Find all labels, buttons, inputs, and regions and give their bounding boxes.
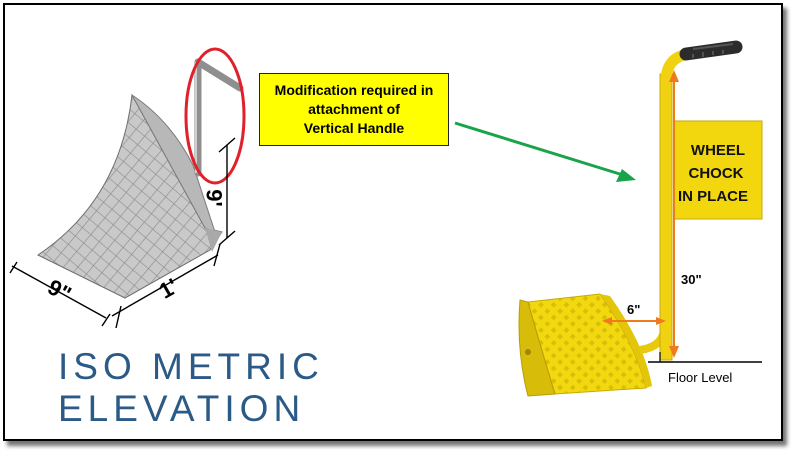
chock-side-face xyxy=(131,94,216,233)
chock-back-face xyxy=(205,228,222,252)
sign-text-line2: CHOCK xyxy=(689,165,744,182)
sign-text-line1: WHEEL xyxy=(691,142,745,159)
photo-handle xyxy=(639,40,743,361)
photo-chock-side xyxy=(518,299,556,397)
photo-wheel-chock xyxy=(518,293,652,397)
iso-metric-title: ISO METRIC ELEVATION xyxy=(58,346,324,430)
iso-handle xyxy=(194,58,244,177)
floor-level-label: Floor Level xyxy=(668,370,733,385)
sign-text-line3: IN PLACE xyxy=(678,188,748,205)
sign-panel xyxy=(673,120,763,220)
handle-highlight-ellipse xyxy=(184,47,246,185)
iso-title-line2: ELEVATION xyxy=(58,388,306,429)
iso-title-line1: ISO METRIC xyxy=(58,346,324,387)
iso-dimension-lines xyxy=(9,137,236,329)
iso-height-label: 9' xyxy=(201,189,227,207)
modification-callout: Modification required in attachment of V… xyxy=(259,73,449,146)
photo-height-label: 30" xyxy=(681,272,702,287)
photo-offset-label: 6" xyxy=(627,302,641,317)
callout-line1: Modification required in xyxy=(274,82,434,98)
callout-line3: Vertical Handle xyxy=(303,120,405,136)
photo-dimension-lines xyxy=(602,70,762,363)
callout-line2: attachment of xyxy=(308,101,400,117)
callout-arrow xyxy=(454,121,636,182)
iso-wheel-chock xyxy=(37,93,223,299)
